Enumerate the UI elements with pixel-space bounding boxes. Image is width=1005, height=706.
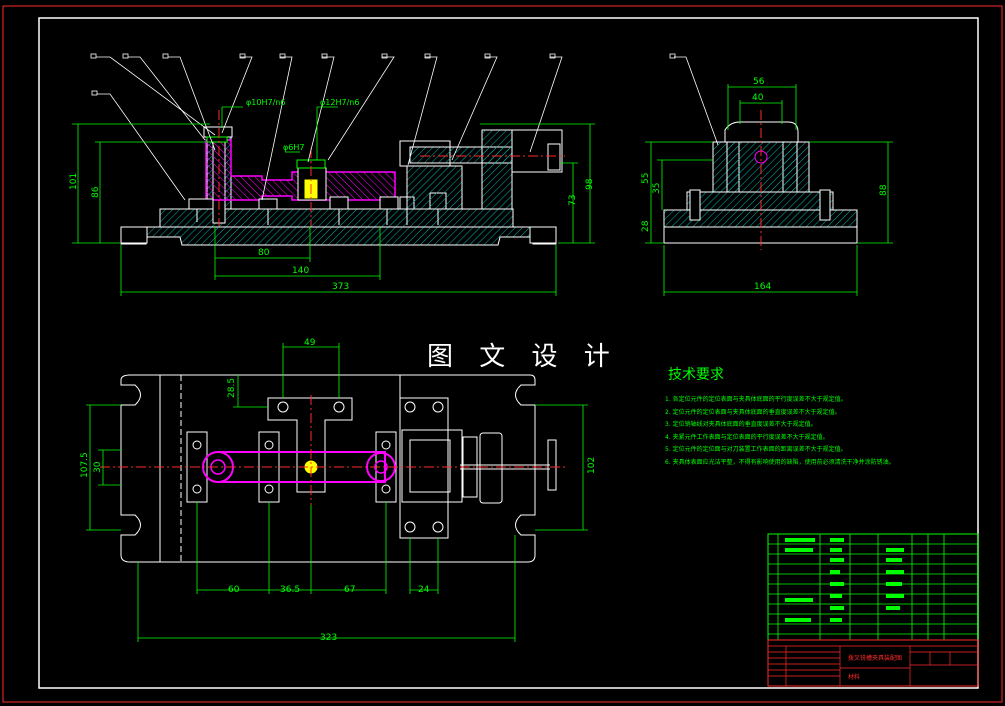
dim-98: 98 [585,178,595,190]
dim-56: 56 [753,77,765,87]
top-view: 49 28.5 107.5 30 102 60 36.5 67 24 323 [80,338,597,643]
requirement-item: 5. 定位元件的定位面与对刀装置工作表面的距离误差不大于规定值。 [665,446,847,454]
dim-88: 88 [879,184,889,196]
outer-red-frame [2,5,1003,703]
requirement-item: 1. 各定位元件的定位表面与夹具体底面的平行度误差不大于规定值。 [665,396,847,403]
dim-86: 86 [91,186,101,198]
requirements-list: 1. 各定位元件的定位表面与夹具体底面的平行度误差不大于规定值。 2. 定位元件… [665,394,895,470]
dim-28: 28 [641,220,651,232]
parts-list-table [767,533,979,641]
dim-323: 323 [320,633,337,643]
side-view: 56 40 55 35 28 88 164 [641,53,893,296]
dim-28-5: 28.5 [227,378,237,398]
front-view: φ10H7/n6 φ12H7/n6 φ6H7 101 86 98 73 80 1… [69,53,595,296]
dim-phi12: φ12H7/n6 [320,98,359,107]
dim-67: 67 [344,585,355,595]
base-outline-top [120,374,536,563]
watermark-title: 图 文 设 计 [427,342,619,372]
dim-73: 73 [568,195,578,206]
dim-55: 55 [641,173,651,184]
requirement-item: 4. 夹紧元件工作表面与定位表面的平行度误差不大于规定值。 [665,433,829,441]
drawing-border [38,17,979,689]
dim-373: 373 [332,282,349,292]
dim-phi10: φ10H7/n6 [246,98,285,107]
title-block-material: 材料 [848,673,860,681]
dim-102: 102 [587,457,597,474]
dim-40: 40 [752,93,764,103]
dim-80: 80 [258,248,270,258]
base-plate [120,226,557,246]
dim-164: 164 [754,282,771,292]
dim-36-5: 36.5 [280,585,300,595]
dim-49: 49 [304,338,316,348]
dim-phi6: φ6H7 [283,143,304,152]
dim-140: 140 [292,266,309,276]
title-block-name: 拨叉铣槽夹具装配图 [848,654,902,662]
requirement-item: 3. 定位销轴线对夹具体底面的垂直度误差不大于规定值。 [665,421,817,429]
dim-101: 101 [69,173,79,190]
requirement-item: 6. 夹具体表面应光洁平整，不得有影响使用的缺陷，使用前必须清洗干净并涂防锈油。 [665,458,895,466]
dim-35: 35 [652,183,662,194]
dim-60: 60 [228,585,240,595]
dim-24: 24 [418,585,430,595]
requirements-title: 技术要求 [668,367,724,383]
dim-30: 30 [93,461,103,473]
dim-107-5: 107.5 [80,452,90,478]
requirement-item: 2. 定位元件的定位表面与夹具体底面的垂直度误差不大于规定值。 [665,408,841,416]
title-block: 拨叉铣槽夹具装配图 材料 [767,639,979,687]
